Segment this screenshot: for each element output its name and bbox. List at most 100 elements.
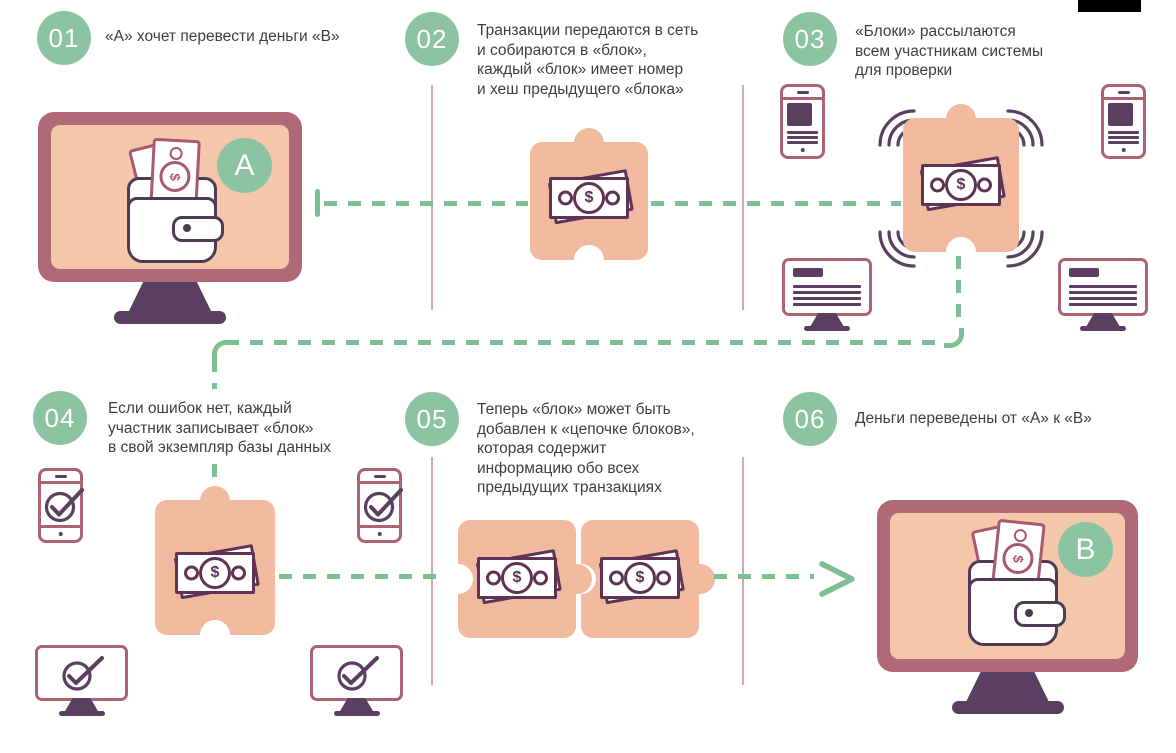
pc-stand-base: [804, 326, 850, 331]
pc-text-line: [793, 291, 861, 294]
step-02-text: Транзакции передаются в сеть и собираютс…: [477, 22, 699, 98]
pc-text-line: [793, 297, 861, 300]
phone-divider: [359, 525, 400, 528]
step-04-number: 04: [44, 402, 76, 433]
participant-b-label: B: [1075, 532, 1096, 566]
pc-stand-base: [333, 711, 380, 716]
pc-stand: [64, 698, 99, 712]
dashed-connector-3-4: [212, 359, 217, 389]
wallet-strap: [1014, 601, 1066, 627]
note-dot-icon: [930, 177, 945, 193]
phone-speaker: [796, 91, 809, 94]
banknote-front: $: [175, 552, 255, 594]
banknote-front: $: [921, 164, 1001, 206]
step-01-text: «А» хочет перевести деньги «В»: [105, 28, 340, 45]
dollar-sign: $: [1009, 553, 1027, 564]
dashed-connector-3-4: [212, 464, 217, 494]
monitor-a-stand: [128, 282, 212, 313]
dollar-coin-icon: $: [501, 562, 533, 594]
bill-ring-icon: [1013, 528, 1028, 543]
wallet-strap-dot: [183, 223, 191, 232]
dollar-coin-icon: $: [1000, 541, 1035, 576]
pc-stand-base: [1080, 326, 1126, 331]
connector-start-tick: [315, 189, 320, 217]
banknote-icon: $: [547, 169, 634, 225]
puzzle-notch: [574, 245, 604, 275]
dollar-sign: $: [635, 569, 645, 586]
checkmark-icon: [62, 656, 104, 691]
note-dot-icon: [558, 190, 573, 206]
phone-divider: [40, 481, 81, 484]
note-dot-icon: [533, 570, 548, 586]
smartphone-check-icon: [357, 468, 403, 543]
phone-text-line: [1108, 136, 1139, 139]
puzzle-tab: [685, 564, 715, 594]
participant-a-label: A: [234, 148, 255, 182]
pc-text-line: [1069, 303, 1137, 306]
divider-line: [431, 457, 433, 685]
phone-text-line: [787, 141, 818, 144]
step-03-text: «Блоки» рассылаются всем участникам сист…: [855, 23, 1044, 79]
dollar-coin-icon: $: [945, 169, 977, 201]
pc-title-bar: [793, 268, 823, 277]
checkmark-icon: [337, 656, 379, 691]
desktop-check-icon: [310, 645, 403, 716]
note-dot-icon: [605, 190, 620, 206]
phone-divider: [782, 97, 823, 100]
smartphone-check-icon: [38, 468, 84, 543]
pc-stand: [1086, 313, 1120, 327]
phone-text-line: [1108, 141, 1139, 144]
dollar-coin-icon: $: [624, 562, 656, 594]
monitor-b-stand-base: [951, 701, 1064, 714]
note-dot-icon: [656, 570, 671, 586]
puzzle-notch: [946, 237, 976, 267]
phone-home-dot: [58, 531, 63, 536]
divider-line: [431, 85, 433, 310]
phone-text-line: [1108, 131, 1139, 134]
desktop-check-icon: [35, 645, 128, 716]
dollar-sign: $: [584, 189, 594, 206]
phone-divider: [40, 525, 81, 528]
phone-screen-block: [787, 103, 812, 126]
puzzle-block-icon: $: [443, 520, 592, 638]
step-01-badge: 01: [37, 11, 91, 65]
banknote-icon: $: [919, 156, 1006, 212]
pc-text-line: [1069, 285, 1137, 288]
step-04-badge: 04: [33, 391, 87, 445]
puzzle-tab: [574, 128, 604, 158]
divider-line: [742, 457, 744, 685]
phone-screen-block: [1108, 103, 1133, 126]
checkmark-icon: [44, 488, 84, 523]
divider-line: [742, 85, 744, 310]
phone-home-dot: [800, 147, 805, 152]
connector-corner: [944, 328, 964, 348]
phone-divider: [359, 481, 400, 484]
phone-speaker: [373, 475, 386, 478]
step-05-badge: 05: [405, 392, 459, 446]
pc-text-line: [1069, 297, 1137, 300]
bill-ring-icon: [169, 146, 183, 161]
black-bar: [1078, 0, 1141, 12]
monitor-a-stand-base: [114, 311, 226, 324]
dollar-coin-icon: $: [158, 160, 192, 193]
note-dot-icon: [231, 565, 246, 581]
dollar-sign: $: [512, 569, 522, 586]
desktop-computer-icon: [782, 258, 872, 331]
step-06-number: 06: [794, 403, 826, 434]
participant-a-circle: A: [217, 138, 272, 193]
dollar-coin-icon: $: [199, 557, 231, 589]
connector-corner: [212, 340, 232, 360]
step-05-text: Теперь «блок» может быть добавлен к «цеп…: [477, 401, 695, 496]
puzzle-block-icon: $: [903, 104, 1019, 267]
pc-title-bar: [1069, 268, 1099, 277]
dollar-sign: $: [210, 564, 220, 581]
step-03-badge: 03: [783, 12, 837, 66]
pc-text-line: [793, 303, 861, 306]
monitor-b-stand: [965, 672, 1050, 703]
wallet-strap: [172, 216, 224, 242]
arrow-head-icon: [819, 561, 855, 597]
dashed-connector-2-3: [651, 201, 901, 206]
dashed-connector-1-2: [324, 201, 528, 206]
wallet-strap-dot: [1025, 608, 1033, 617]
